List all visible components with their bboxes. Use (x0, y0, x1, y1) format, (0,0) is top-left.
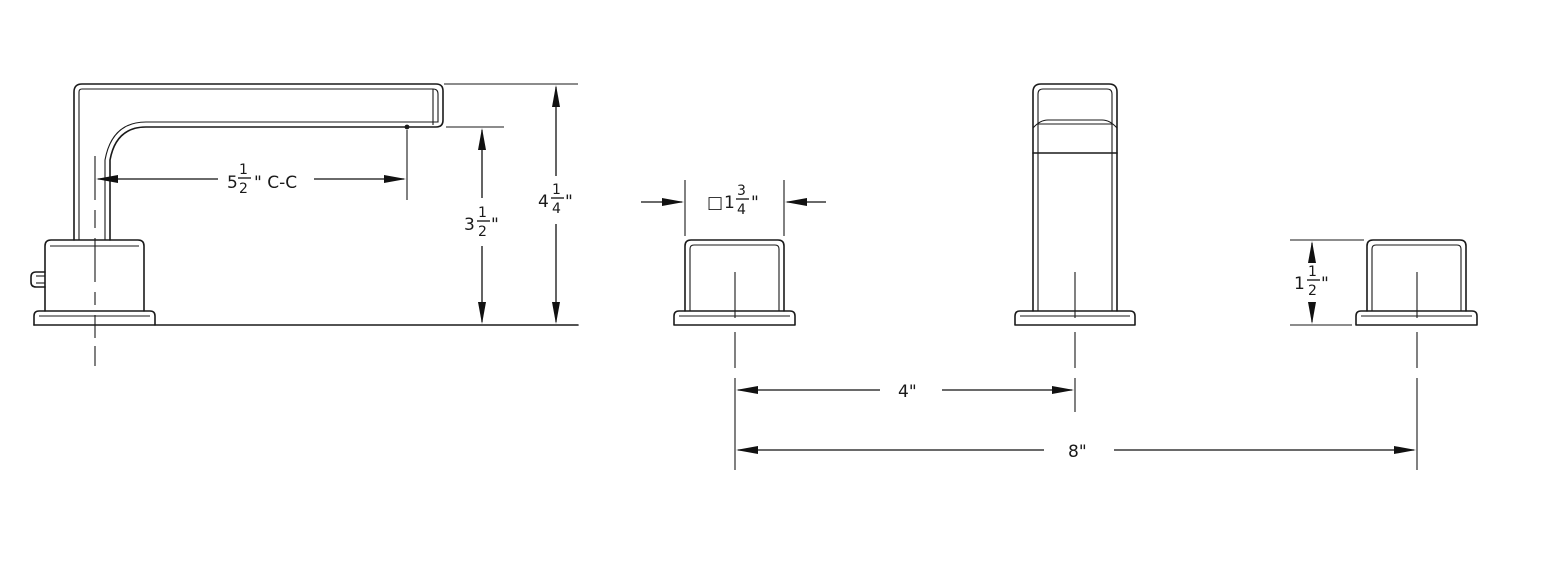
svg-text:3: 3 (737, 183, 746, 199)
handle-width-dimension: □ 1 3 4 " (641, 180, 826, 236)
svg-text:1: 1 (1308, 264, 1317, 280)
overall-spread-dimension: 8" (736, 442, 1416, 462)
svg-text:2: 2 (239, 181, 248, 197)
svg-text:": " (491, 215, 499, 235)
center-spacing-dimension: 4" (736, 382, 1074, 402)
svg-text:" C-C: " C-C (254, 173, 297, 193)
handle-height-dimension: 1 1 2 " (1290, 239, 1364, 326)
svg-text:4: 4 (737, 202, 746, 218)
svg-text:2: 2 (1308, 283, 1317, 299)
svg-text:": " (751, 193, 759, 213)
svg-text:2: 2 (478, 224, 487, 240)
aerator-point (404, 124, 410, 130)
svg-text:5: 5 (227, 173, 238, 193)
svg-text:1: 1 (724, 193, 735, 213)
right-handle (1355, 239, 1478, 470)
svg-text:1: 1 (478, 205, 487, 221)
front-spout (1014, 83, 1136, 412)
side-lever-nub (30, 271, 46, 288)
total-height-dimension: 4 1 4 " (538, 85, 573, 324)
spout-outline (73, 83, 444, 241)
spout-reach-dimension: 5 1 2 " C-C (96, 162, 406, 197)
side-flange (33, 310, 156, 326)
svg-text:3: 3 (464, 215, 475, 235)
svg-text:1: 1 (552, 182, 561, 198)
svg-text:4: 4 (552, 201, 561, 217)
left-handle (673, 239, 796, 470)
svg-text:8": 8" (1068, 442, 1087, 462)
svg-text:4: 4 (538, 192, 549, 212)
svg-text:": " (1321, 274, 1329, 294)
svg-text:1: 1 (1294, 274, 1305, 294)
side-view (30, 83, 579, 366)
spout-height-dimension: 3 1 2 " (464, 128, 499, 324)
svg-text:1: 1 (239, 162, 248, 178)
svg-text:4": 4" (898, 382, 917, 402)
svg-text:□: □ (707, 193, 723, 213)
svg-text:": " (565, 192, 573, 212)
